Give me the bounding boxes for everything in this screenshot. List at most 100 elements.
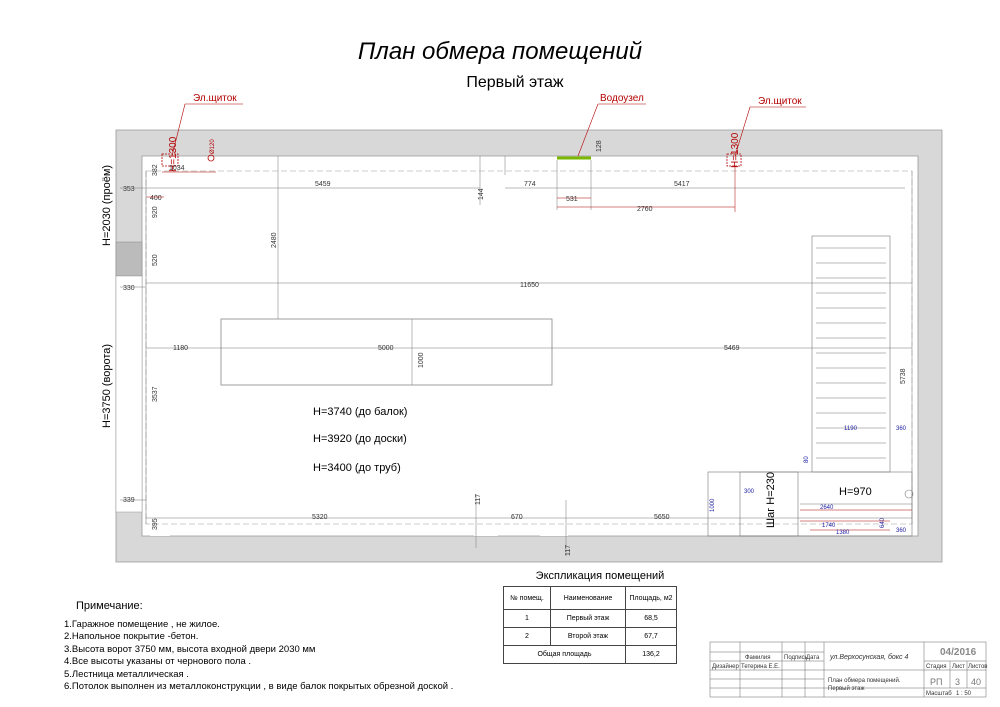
dim-5417: 5417 xyxy=(674,181,690,188)
dim-1000b: 1000 xyxy=(710,498,716,512)
height-970: H=970 xyxy=(839,486,872,498)
el-panel-right-marker xyxy=(726,153,742,167)
dim-360b: 360 xyxy=(896,528,907,534)
dim-339: 339 xyxy=(123,497,135,504)
dim-774: 774 xyxy=(524,181,536,188)
total-value: 136,2 xyxy=(625,645,677,664)
dim-2480: 2480 xyxy=(271,232,278,248)
tb-stage: РП xyxy=(930,677,942,687)
tb-podpis: Подпись xyxy=(784,655,808,661)
staircase xyxy=(707,235,913,537)
tb-date: 04/2016 xyxy=(940,647,977,658)
table-row: 1 Первый этаж 68,5 xyxy=(503,609,677,628)
dim-1190: 1190 xyxy=(844,426,858,432)
dim-640: 640 xyxy=(880,517,886,528)
notes-title: Примечание: xyxy=(76,600,143,612)
dim-400: 400 xyxy=(150,195,162,202)
dim-3537: 3537 xyxy=(152,386,159,402)
page-title: План обмера помещений xyxy=(357,38,643,65)
beam-outline xyxy=(220,318,553,386)
opening-label: H=2030 (проём) xyxy=(101,165,113,246)
page-subtitle: Первый этаж xyxy=(466,74,564,91)
dim-670: 670 xyxy=(511,514,523,521)
dim-395: 395 xyxy=(152,518,159,530)
tb-drawing-2: Первый этаж xyxy=(828,685,864,692)
dim-531: 531 xyxy=(566,196,578,203)
dim-1740: 1740 xyxy=(822,523,836,529)
title-block xyxy=(709,641,987,698)
note-item: 6.Потолок выполнен из металлоконструкции… xyxy=(64,681,454,692)
dim-920: 920 xyxy=(152,206,159,218)
note-item: 3.Высота ворот 3750 мм, высота входной д… xyxy=(64,643,316,655)
tb-drawing-1: План обмера помещений. xyxy=(828,677,901,684)
door-opening xyxy=(115,241,143,277)
dim-330: 330 xyxy=(123,285,135,292)
dim-5000: 5000 xyxy=(378,345,394,352)
dim-1000: 1000 xyxy=(418,352,425,368)
tb-sheet: 3 xyxy=(955,677,960,687)
dim-1180: 1180 xyxy=(173,345,188,352)
dim-117a: 117 xyxy=(475,494,482,505)
stair-post xyxy=(904,489,914,499)
dim-5320: 5320 xyxy=(312,514,328,521)
gate-label: H=3750 (ворота) xyxy=(101,344,113,428)
dim-520: 520 xyxy=(152,254,159,266)
note-item: 4.Все высоты указаны от чернового пола . xyxy=(64,656,252,667)
tb-name: Тетерина Е.Е. xyxy=(741,664,780,670)
el-panel-right-label: Эл.щиток xyxy=(758,96,802,107)
table-row: 2 Второй этаж 67,7 xyxy=(503,627,677,646)
tb-scale: 1 : 50 xyxy=(956,691,972,697)
note-item: 2.Напольное покрытие -бетон. xyxy=(64,631,199,642)
dim-300: 300 xyxy=(744,489,755,495)
tb-scale-h: Масштаб xyxy=(926,691,952,697)
bottom-niche-2 xyxy=(540,530,568,536)
tb-sheets: 40 xyxy=(971,677,981,687)
tb-address: ул.Верхосунская, бокс 4 xyxy=(829,653,908,661)
dim-80: 80 xyxy=(804,456,810,463)
notes: Примечание: 1.Гаражное помещение , не жи… xyxy=(64,600,453,694)
h1300-right: H=1300 xyxy=(730,132,741,168)
tb-sheet-h: Лист xyxy=(952,664,965,670)
gate-opening xyxy=(115,275,143,513)
duct-circle xyxy=(207,154,215,162)
tb-familia: Фамилия xyxy=(745,655,770,661)
dim-5459: 5459 xyxy=(315,181,331,188)
bottom-niche-1 xyxy=(474,530,498,536)
dim-5469: 5469 xyxy=(724,345,740,352)
el-panel-left-label: Эл.щиток xyxy=(193,93,237,104)
height-pipes: H=3400 (до труб) xyxy=(313,462,401,474)
dim-144: 144 xyxy=(478,188,485,200)
height-board: H=3920 (до доски) xyxy=(313,433,407,445)
h1300-left: H=1300 xyxy=(168,136,179,172)
tb-data: Дата xyxy=(806,655,820,661)
table-header-row: № помещ. Наименование Площадь, м2 xyxy=(503,586,677,610)
dim-128: 128 xyxy=(596,140,603,152)
el-panel-left-marker xyxy=(161,153,179,167)
tb-sheets-h: Листов xyxy=(968,664,988,670)
stair-step: Шаг H=230 xyxy=(765,472,777,528)
explication-title: Экспликация помещений xyxy=(535,570,665,582)
outer-walls xyxy=(115,129,943,563)
dim-5650: 5650 xyxy=(654,514,670,521)
dim-2640: 2640 xyxy=(820,505,834,511)
dim-382: 382 xyxy=(152,164,159,176)
col-header: № помещ. xyxy=(503,586,551,610)
dim-2760: 2760 xyxy=(637,206,653,213)
note-item: 5.Лестница металлическая . xyxy=(64,668,189,680)
height-beams: H=3740 (до балок) xyxy=(313,406,407,418)
dim-1380: 1380 xyxy=(836,530,850,536)
total-label: Общая площадь xyxy=(503,645,626,664)
dim-117b: 117 xyxy=(565,545,572,556)
dim-353: 353 xyxy=(123,186,135,193)
dim-5738: 5738 xyxy=(900,368,907,384)
inner-outline xyxy=(145,170,913,525)
tb-stage-h: Стадия xyxy=(926,664,946,670)
dim-360a: 360 xyxy=(896,426,907,432)
col-header: Наименование xyxy=(550,586,626,610)
wc-label: Водоузел xyxy=(600,93,644,104)
duct-label: Ø120 xyxy=(210,139,216,154)
tb-role: Дизайнер xyxy=(712,663,740,670)
dim-1034: 1034 xyxy=(169,165,185,172)
table-total-row: Общая площадь 136,2 xyxy=(503,645,677,664)
